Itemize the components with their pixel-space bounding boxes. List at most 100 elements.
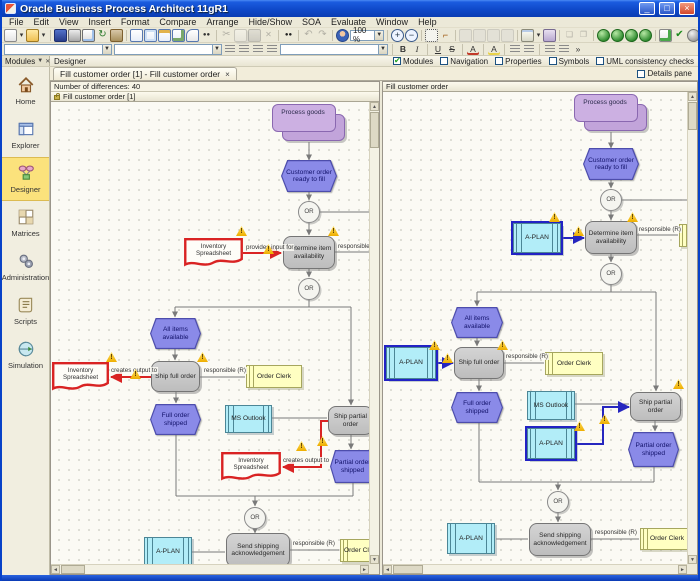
minimize-button[interactable]: _	[639, 2, 655, 15]
toggle-symbols[interactable]: Symbols	[548, 57, 589, 66]
full-order-shipped[interactable]: Full order shipped	[150, 404, 201, 435]
doc-ok-icon[interactable]	[659, 28, 672, 42]
or-2[interactable]: OR	[600, 263, 622, 285]
ms-outlook[interactable]: MS Outlook	[225, 405, 272, 433]
order-clerk-1[interactable]: Order Clerk	[246, 365, 302, 388]
doc-users-icon[interactable]	[172, 28, 185, 42]
toggle-properties[interactable]: Properties	[495, 57, 542, 66]
check-icon[interactable]	[673, 29, 686, 42]
chevron-icon[interactable]: »	[575, 44, 581, 54]
print-preview-icon[interactable]	[82, 28, 95, 42]
send-shipping-ack[interactable]: Send shipping acknowledgement	[529, 523, 591, 556]
italic-button[interactable]: I	[415, 44, 419, 54]
inventory-spreadsheet-3[interactable]: Inventory Spreadsheet	[221, 452, 281, 482]
copy-image-icon[interactable]	[543, 28, 556, 42]
menu-format[interactable]: Format	[120, 17, 150, 27]
panel-splitter[interactable]	[380, 81, 382, 575]
left-vertical-scrollbar[interactable]: ▲ ▼	[369, 102, 379, 564]
or-1[interactable]: OR	[298, 201, 320, 223]
binoculars-icon[interactable]	[200, 29, 213, 42]
sidebar-item-simulation[interactable]: Simulation	[2, 333, 49, 377]
ball-gray-icon[interactable]	[687, 28, 698, 42]
a-plan-3[interactable]: A-PLAN	[527, 428, 575, 459]
ship-partial-order[interactable]: Ship partial order	[328, 406, 369, 435]
all-items-available[interactable]: All items available	[451, 307, 503, 338]
customer-order-ready[interactable]: Customer order ready to fill	[281, 160, 337, 192]
ship-partial-order[interactable]: Ship partial order	[630, 392, 681, 421]
menu-help[interactable]: Help	[418, 17, 437, 27]
right-vertical-scrollbar[interactable]: ▲ ▼	[687, 92, 697, 564]
profile-icon[interactable]	[336, 28, 349, 42]
menu-view[interactable]: View	[59, 17, 79, 27]
stamp-icon[interactable]	[110, 28, 123, 42]
a-plan-1[interactable]: A-PLAN	[513, 223, 561, 253]
process-goods[interactable]: Process goods	[272, 104, 346, 142]
all-items-available[interactable]: All items available	[150, 318, 201, 349]
underline-button[interactable]: U	[434, 44, 442, 54]
menu-compare[interactable]: Compare	[159, 17, 197, 27]
or-3[interactable]: OR	[547, 491, 569, 513]
nav-ball-icon[interactable]	[597, 28, 610, 42]
navigation-checkbox[interactable]	[440, 57, 449, 65]
sidebar-item-administration[interactable]: Administration	[2, 245, 49, 289]
chevron-down-icon[interactable]: ▼	[374, 30, 383, 40]
doc-table-icon[interactable]	[144, 28, 157, 42]
ship-full-order[interactable]: Ship full order	[151, 361, 200, 392]
layout-icon[interactable]	[521, 28, 534, 42]
sidebar-item-home[interactable]: Home	[2, 69, 49, 113]
open-icon[interactable]	[26, 28, 39, 42]
tab-close-icon[interactable]: ×	[225, 69, 230, 79]
menu-evaluate[interactable]: Evaluate	[331, 17, 367, 27]
chevron-down-icon[interactable]: ▼	[378, 44, 387, 54]
indent-button[interactable]	[558, 44, 570, 55]
or-2[interactable]: OR	[298, 278, 320, 300]
font-color-button[interactable]: A	[467, 44, 479, 55]
menu-soa[interactable]: SOA	[302, 17, 322, 27]
determine-item-availability[interactable]: Determine item availability	[283, 236, 335, 269]
doc-cal-icon[interactable]	[158, 28, 171, 42]
or-3[interactable]: OR	[244, 507, 266, 529]
chevron-down-icon[interactable]: ▼	[102, 44, 111, 54]
format-combo[interactable]: ▼	[280, 43, 388, 55]
modules-checkbox[interactable]	[393, 56, 402, 65]
doc-find-icon[interactable]	[186, 28, 199, 42]
scroll-left-icon[interactable]: ◄	[51, 565, 60, 574]
menu-window[interactable]: Window	[376, 17, 409, 27]
a-plan-4[interactable]: A-PLAN	[447, 523, 495, 554]
order-clerk-1[interactable]: Order Clerk	[545, 352, 603, 375]
partial-order-shipped[interactable]: Partial order shipped	[628, 432, 679, 467]
details-pane-toggle[interactable]: Details pane	[636, 69, 692, 78]
zoom-level-select[interactable]: 100 %▼	[350, 26, 384, 44]
nav-ball-icon[interactable]	[611, 28, 624, 42]
scrollbar-thumb[interactable]	[688, 102, 697, 130]
menu-edit[interactable]: Edit	[33, 17, 50, 27]
font-highlight-button[interactable]: A	[488, 44, 500, 55]
bullets-button[interactable]	[509, 44, 521, 55]
a-plan-1[interactable]: A-PLAN	[144, 537, 192, 564]
align-fill-button[interactable]	[266, 44, 278, 55]
scroll-up-icon[interactable]: ▲	[370, 102, 379, 111]
dropdown-icon[interactable]	[18, 29, 25, 42]
uml-consistency-checks-checkbox[interactable]	[596, 57, 605, 65]
scroll-right-icon[interactable]: ►	[678, 565, 687, 574]
full-order-shipped[interactable]: Full order shipped	[451, 392, 503, 423]
scrollbar-thumb[interactable]	[370, 112, 379, 148]
scroll-up-icon[interactable]: ▲	[688, 92, 697, 101]
close-icon[interactable]: ✕	[45, 58, 51, 65]
maximize-button[interactable]: □	[659, 2, 675, 15]
align-right-button[interactable]	[252, 44, 264, 55]
inventory-spreadsheet-1[interactable]: Inventory Spreadsheet	[184, 238, 243, 268]
save-icon[interactable]	[54, 28, 67, 42]
partial-order-shipped[interactable]: Partial order shipped	[330, 450, 369, 483]
right-horizontal-scrollbar[interactable]: ◄ ►	[383, 564, 687, 574]
strike-button[interactable]: S	[449, 44, 455, 54]
scroll-right-icon[interactable]: ►	[360, 565, 369, 574]
connect-icon[interactable]	[439, 29, 452, 42]
ship-full-order[interactable]: Ship full order	[454, 347, 504, 379]
details-pane-checkbox[interactable]	[636, 69, 645, 78]
symbols-checkbox[interactable]	[548, 57, 557, 65]
order-clerk-2[interactable]: Order Clerk	[340, 539, 369, 562]
numbering-button[interactable]	[523, 44, 535, 55]
toggle-uml-consistency-checks[interactable]: UML consistency checks	[596, 57, 694, 66]
